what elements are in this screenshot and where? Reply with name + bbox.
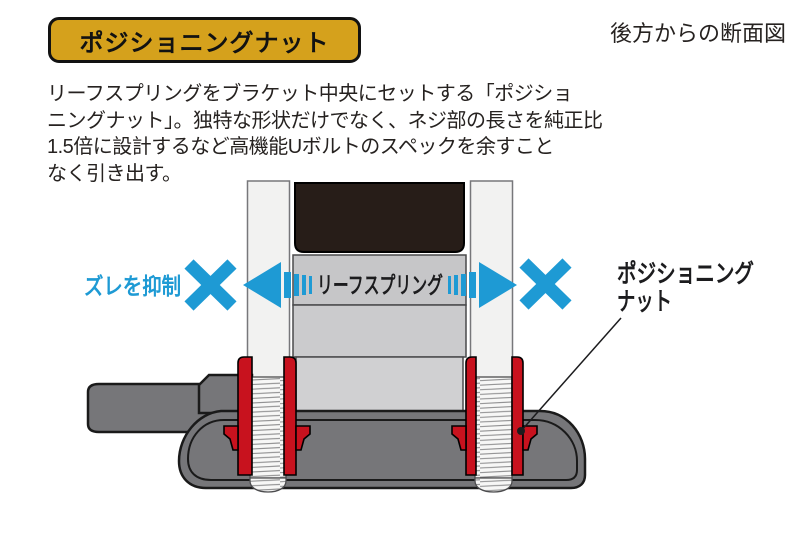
callout-leader-line [520,317,622,432]
right-thread-shaft [474,376,513,479]
nut-wall [465,356,477,476]
leaf-3 [295,356,464,414]
positioning-nut-callout: ポジショニング ナット [517,259,754,435]
description-paragraph: リーフスプリングをブラケット中央にセットする「ポジショ ニングナット」。独特な形… [47,81,603,187]
nut-flange [522,425,538,451]
spring-pack [292,182,467,414]
description-line: ニングナット」。独特な形状だけでなく、ネジ部の長さを純正比 [47,109,603,132]
nut-label-line1: ポジショニング [617,259,754,288]
description-line: 1.5倍に設計するなど高機能Uボルトのスペックを余すこと [47,136,554,158]
nut-flange [295,425,311,451]
badge-label: ポジショニングナット [79,29,330,57]
nut-wall [237,356,253,476]
bracket-inner-line [186,419,578,481]
axle-tube [86,382,212,434]
nut-wall [511,356,524,476]
leaf-2 [292,304,467,358]
description-line: リーフスプリングをブラケット中央にセットする「ポジショ [47,83,573,105]
spring-seat-pad [294,182,465,253]
arrow-right-icon [448,262,517,308]
cross-icon [519,258,572,310]
nut-label-line2: ナット [617,288,672,316]
view-caption: 後方からの断面図 [610,21,787,46]
positioning-nuts [223,356,538,476]
leaf-spring-label: リーフスプリング [317,272,443,298]
left-thread-shaft [249,376,287,479]
leaf-1 [292,254,467,306]
callout-leader-dot [517,427,525,435]
arrow-left-icon [243,262,312,308]
positioning-nut-left [223,356,311,476]
cross-icon [184,259,237,311]
description-line: なく引き出す。 [47,162,182,185]
nut-wall [283,356,297,476]
positioning-nut-right [451,356,538,476]
positioning-nut-badge: ポジショニングナット [48,17,361,63]
annotation-blue: ズレを抑制 [84,258,572,311]
right-bolt-tip [474,477,513,493]
slip-control-label: ズレを抑制 [84,273,181,299]
u-bolt-threads [249,376,513,493]
left-bolt-tip [249,477,287,493]
nut-flange [451,425,467,451]
nut-flange [223,425,239,451]
